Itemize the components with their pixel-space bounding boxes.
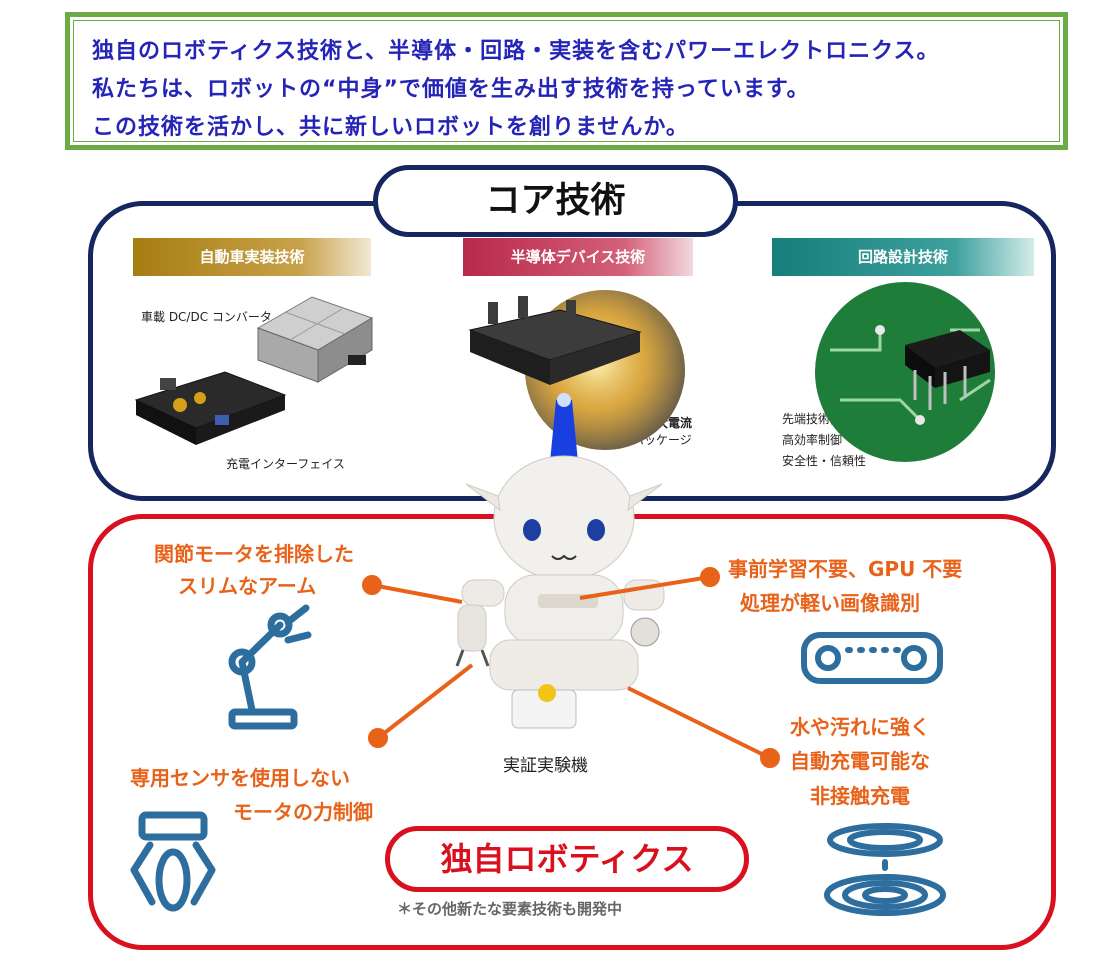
camera-sensor-icon bbox=[801, 632, 943, 684]
force-control-text-1: 専用センサを使用しない bbox=[130, 766, 350, 790]
wireless-charging-text-1: 水や汚れに強く bbox=[790, 715, 930, 739]
connector-lines bbox=[362, 567, 780, 768]
wireless-charging-icon bbox=[824, 823, 946, 916]
intro-box: 独自のロボティクス技術と、半導体・回路・実装を含むパワーエレクトロニクス。 私た… bbox=[65, 12, 1068, 150]
slim-arm-text-1: 関節モータを排除した bbox=[154, 542, 354, 566]
intro-line-3: この技術を活かし、共に新しいロボットを創りませんか。 bbox=[92, 115, 689, 140]
dcdc-converter-label: 車載 DC/DC コンバータ bbox=[141, 310, 272, 324]
wireless-charging-text-2: 自動充電可能な bbox=[790, 749, 930, 773]
image-recognition-text-1: 事前学習不要、GPU 不要 bbox=[728, 557, 963, 581]
safety-reliability-label: 安全性・信頼性 bbox=[782, 454, 867, 468]
wireless-charging-text-3: 非接触充電 bbox=[810, 784, 910, 808]
intro-line-2: 私たちは、ロボットの“中身”で価値を生み出す技術を持っています。 bbox=[92, 77, 810, 102]
development-note: ＊その他新たな要素技術も開発中 bbox=[397, 900, 623, 918]
circuit-board-image bbox=[815, 282, 995, 462]
semiconductor-device-band: 半導体デバイス技術 bbox=[463, 238, 693, 276]
core-technology-title: コア技術 bbox=[373, 165, 738, 237]
robotics-title: 独自ロボティクス bbox=[385, 826, 749, 892]
image-recognition-text-2: 処理が軽い画像識別 bbox=[740, 591, 920, 615]
dcdc-converter-image bbox=[256, 296, 374, 383]
force-control-text-2: モータの力制御 bbox=[233, 800, 373, 824]
robot-image bbox=[455, 393, 665, 729]
robot-arm-icon bbox=[228, 604, 312, 730]
circuit-design-band: 回路設計技術 bbox=[772, 238, 1034, 276]
semiconductor-package-image bbox=[468, 290, 685, 450]
high-efficiency-label: 高効率制御 bbox=[782, 433, 843, 447]
intro-line-1: 独自のロボティクス技術と、半導体・回路・実装を含むパワーエレクトロニクス。 bbox=[92, 39, 940, 64]
charging-interface-label: 充電インターフェイス bbox=[226, 457, 345, 471]
prototype-caption: 実証実験機 bbox=[503, 756, 588, 776]
gripper-icon bbox=[130, 811, 216, 912]
slim-arm-text-2: スリムなアーム bbox=[178, 574, 317, 598]
automotive-mounting-band: 自動車実装技術 bbox=[133, 238, 371, 276]
charging-board-image bbox=[134, 371, 287, 445]
